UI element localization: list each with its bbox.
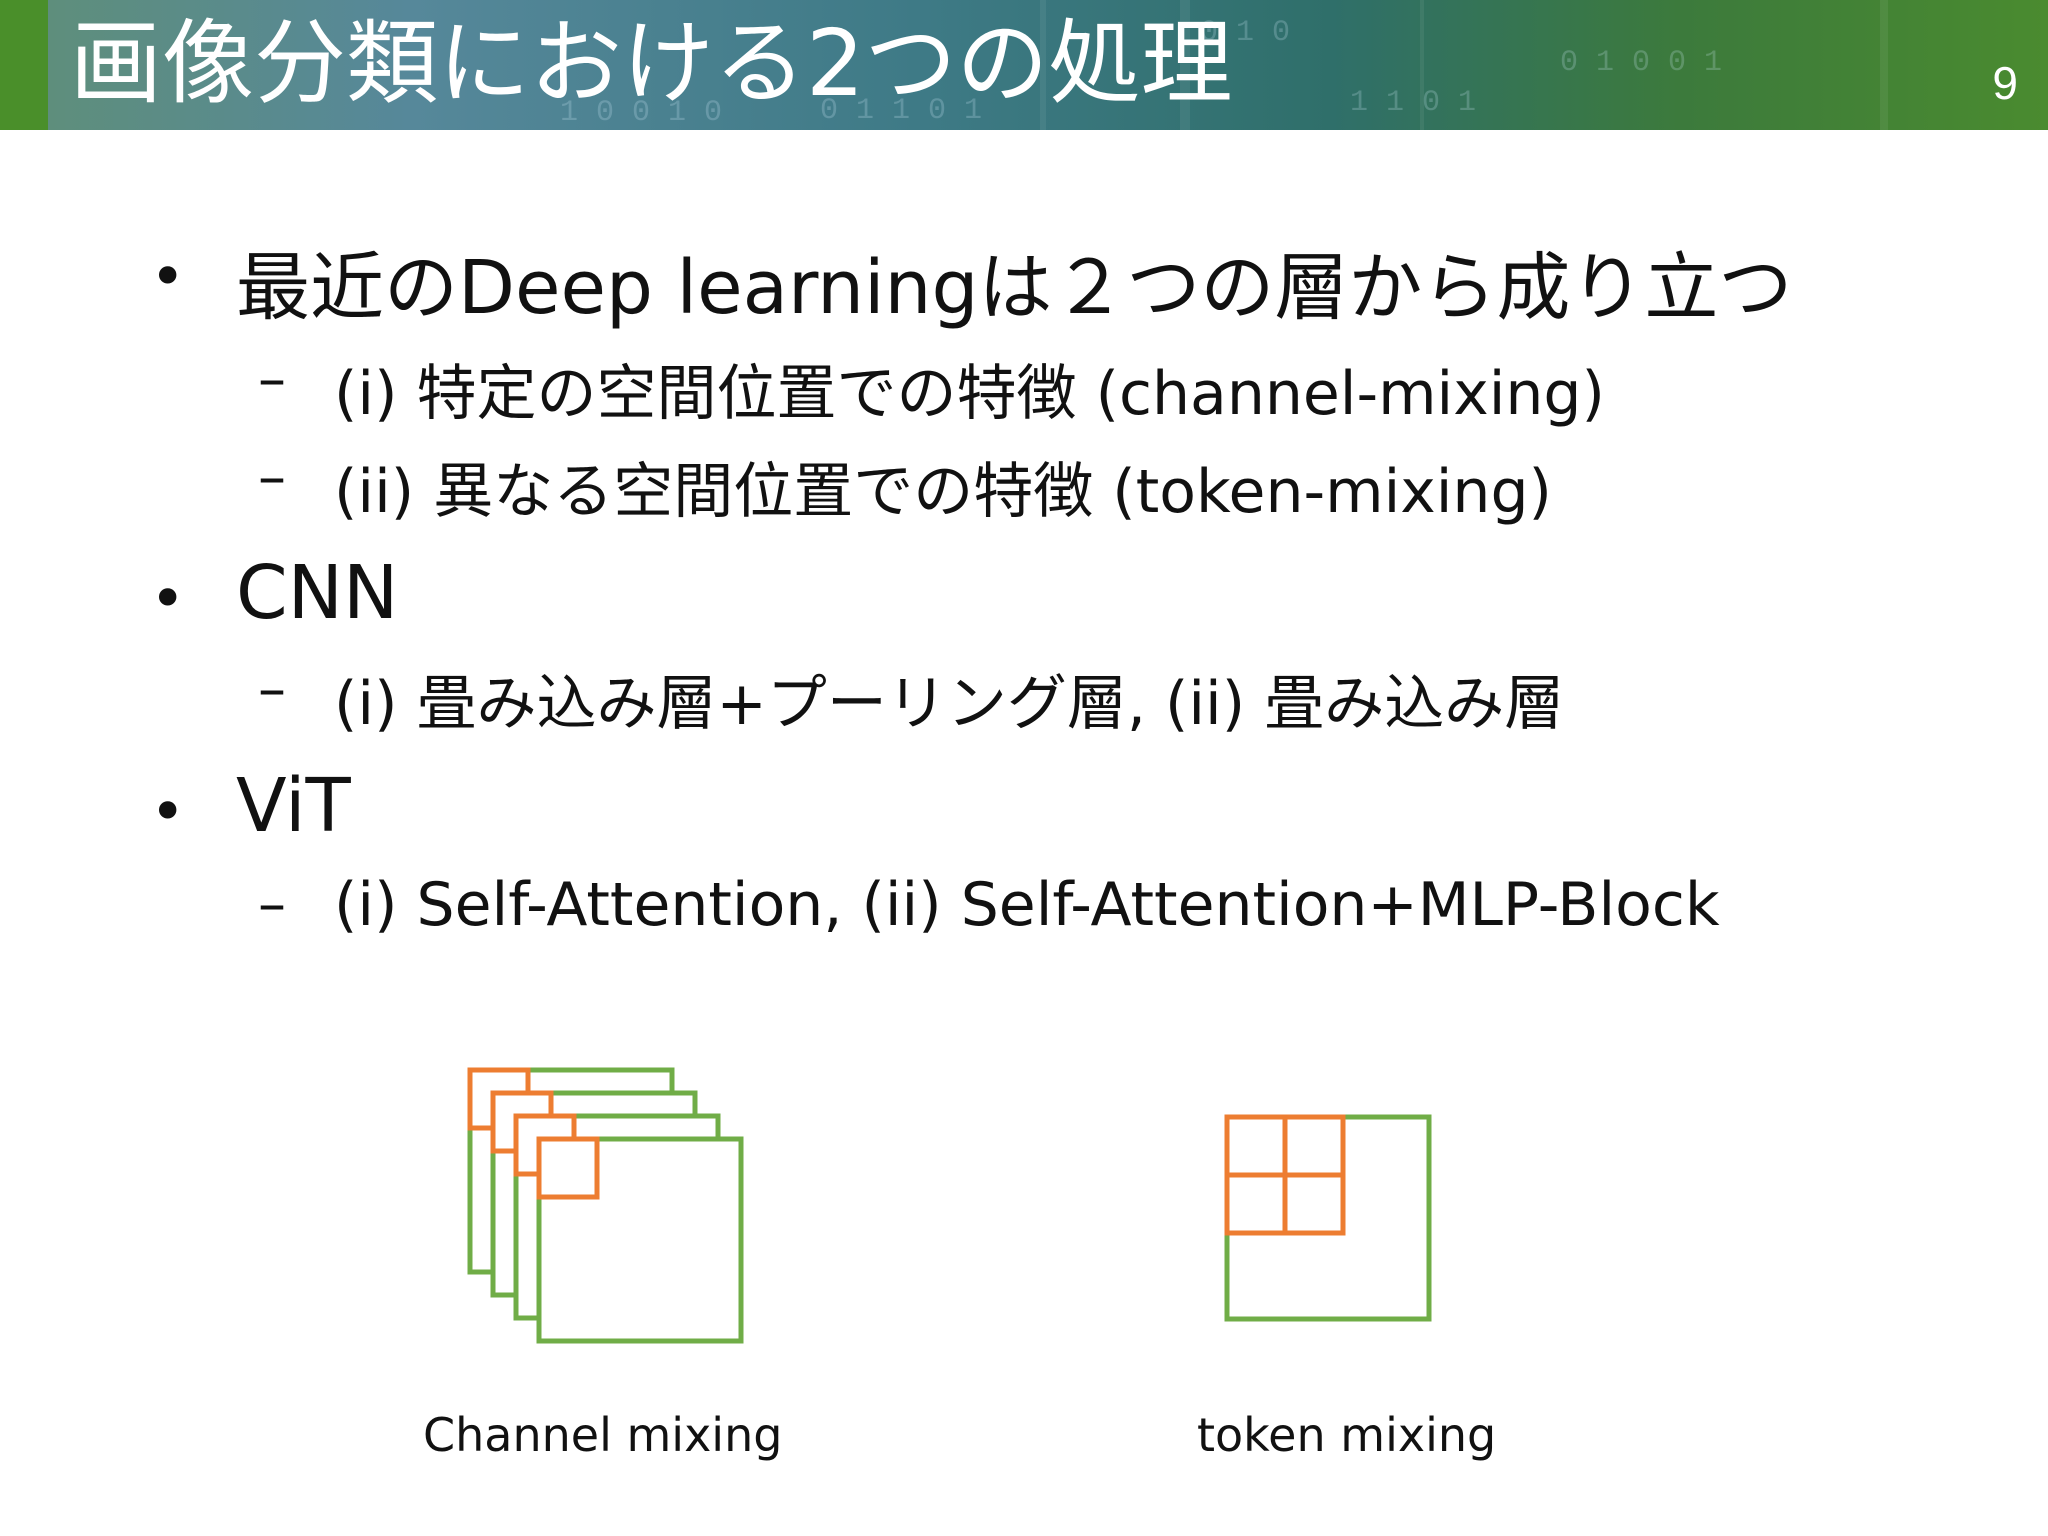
slide-title: 画像分類における2つの処理 [70, 10, 1233, 117]
title-accent-bar [0, 0, 48, 130]
token-mixing-label: token mixing [1197, 1408, 1497, 1462]
sub-bullet-text: (ii) 異なる空間位置での特徴 (token-mixing) [334, 457, 1552, 527]
channel-patch [536, 1136, 600, 1200]
binary-background-decoration: 1 0 0 1 0 0 1 1 0 1 0 1 0 1 1 0 1 0 1 0 … [560, 0, 1888, 130]
token-cell [1282, 1172, 1346, 1236]
bullet-mark: • [150, 564, 186, 634]
dash-mark: – [258, 872, 286, 937]
svg-text:0 1 0: 0 1 0 [1200, 16, 1290, 50]
bullet-text: ViT [236, 763, 351, 849]
svg-text:1 1 0 1: 1 1 0 1 [1350, 86, 1476, 120]
bullet-text: 最近のDeep learningは２つの層から成り立つ [236, 245, 1793, 331]
page-number: 9 [1992, 57, 2018, 109]
channel-mixing-diagram [467, 1067, 744, 1344]
sub-bullet-text: (i) 畳み込み層+プーリング層, (ii) 畳み込み層 [334, 669, 1565, 739]
svg-text:0 1 0 0 1: 0 1 0 0 1 [1560, 46, 1722, 80]
dash-mark: – [258, 347, 286, 412]
bullet-text: CNN [236, 550, 399, 636]
channel-mixing-label: Channel mixing [423, 1408, 783, 1462]
token-feature-map [1224, 1114, 1432, 1322]
sub-bullet-text: (i) Self-Attention, (ii) Self-Attention+… [334, 870, 1720, 940]
bullet-mark: • [150, 777, 186, 847]
dash-mark: – [258, 657, 286, 722]
dash-mark: – [258, 445, 286, 510]
title-bar: 1 0 0 1 0 0 1 1 0 1 0 1 0 1 1 0 1 0 1 0 … [0, 0, 2048, 130]
svg-text:0 1 1 0 1: 0 1 1 0 1 [820, 94, 982, 128]
token-window-grid [1224, 1114, 1346, 1236]
token-mixing-diagram [1224, 1114, 1432, 1322]
sub-bullet-text: (i) 特定の空間位置での特徴 (channel-mixing) [334, 359, 1605, 429]
bullet-mark: • [150, 242, 186, 312]
svg-text:1 0 0 1 0: 1 0 0 1 0 [560, 96, 722, 130]
